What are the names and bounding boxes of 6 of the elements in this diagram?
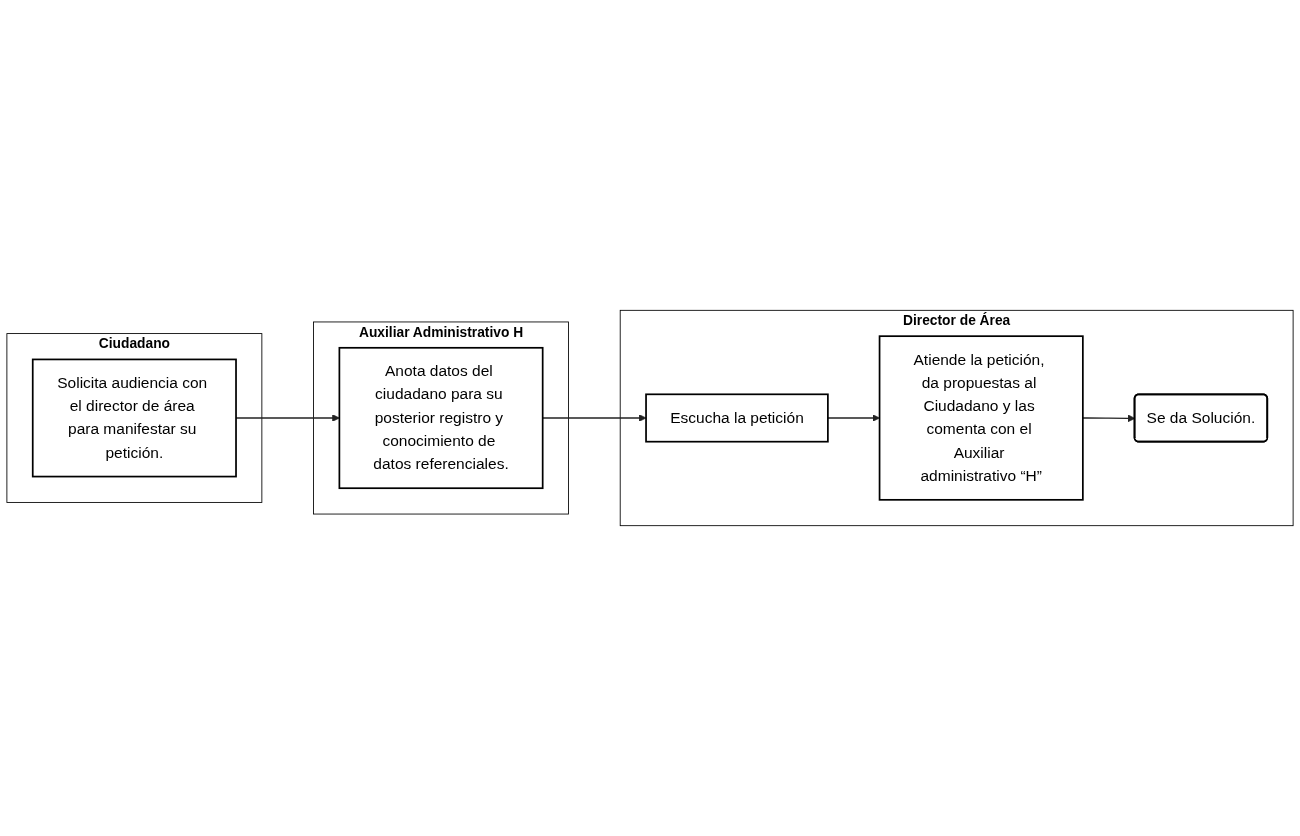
arrow xyxy=(827,414,880,422)
node-box: Solicita audiencia con el director de área para manifestar su petición. xyxy=(31,358,237,478)
arrow xyxy=(542,414,647,422)
node-box: Atiende la petición, da propuestas al Ciudadano y las comenta con el Auxiliar administrativo “H” xyxy=(878,335,1084,501)
node-box: Anota datos del ciudadano para su posterior registro y conocimiento de datos referenciales. xyxy=(338,346,544,490)
node-box: Escucha la petición xyxy=(645,393,829,443)
